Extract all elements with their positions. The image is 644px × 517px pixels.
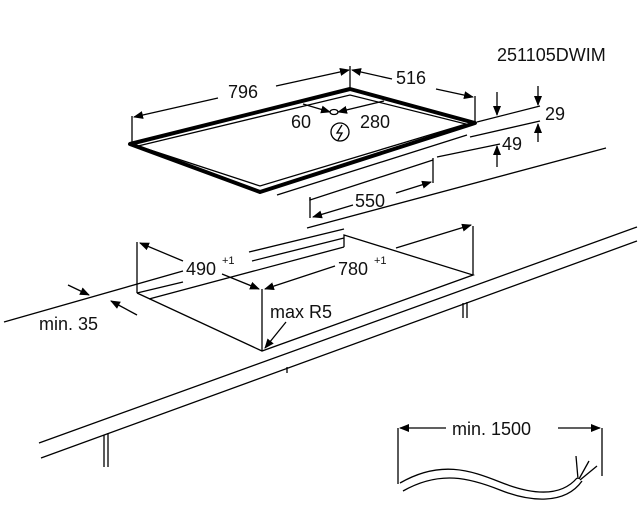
connection-right-label: 280 bbox=[360, 112, 390, 132]
power-cable bbox=[399, 455, 598, 500]
hob-width-label: 796 bbox=[228, 82, 258, 102]
dimension-arrow bbox=[133, 97, 219, 119]
cable-length-label: min. 1500 bbox=[452, 419, 531, 439]
cutout-outline bbox=[136, 234, 476, 352]
electrical-connection-icon bbox=[330, 122, 350, 142]
dimension-arrow bbox=[275, 68, 350, 87]
total-height-label: 49 bbox=[502, 134, 522, 154]
hob-depth-label: 516 bbox=[396, 68, 426, 88]
drawing-code: 251105DWIM bbox=[497, 45, 606, 65]
cutout-width-tolerance: +1 bbox=[374, 255, 387, 267]
cutout-depth-label: 490 bbox=[186, 259, 216, 279]
worktop-drawing bbox=[3, 147, 638, 467]
hob-glass-top bbox=[128, 87, 477, 194]
connection-left-label: 60 bbox=[291, 112, 311, 132]
cutout-width-label: 780 bbox=[338, 259, 368, 279]
top-height-label: 29 bbox=[545, 104, 565, 124]
corner-radius-label: max R5 bbox=[270, 302, 332, 322]
cutout-depth-tolerance: +1 bbox=[222, 255, 235, 267]
body-width-label: 550 bbox=[355, 191, 385, 211]
min-edge-distance-label: min. 35 bbox=[39, 314, 98, 334]
